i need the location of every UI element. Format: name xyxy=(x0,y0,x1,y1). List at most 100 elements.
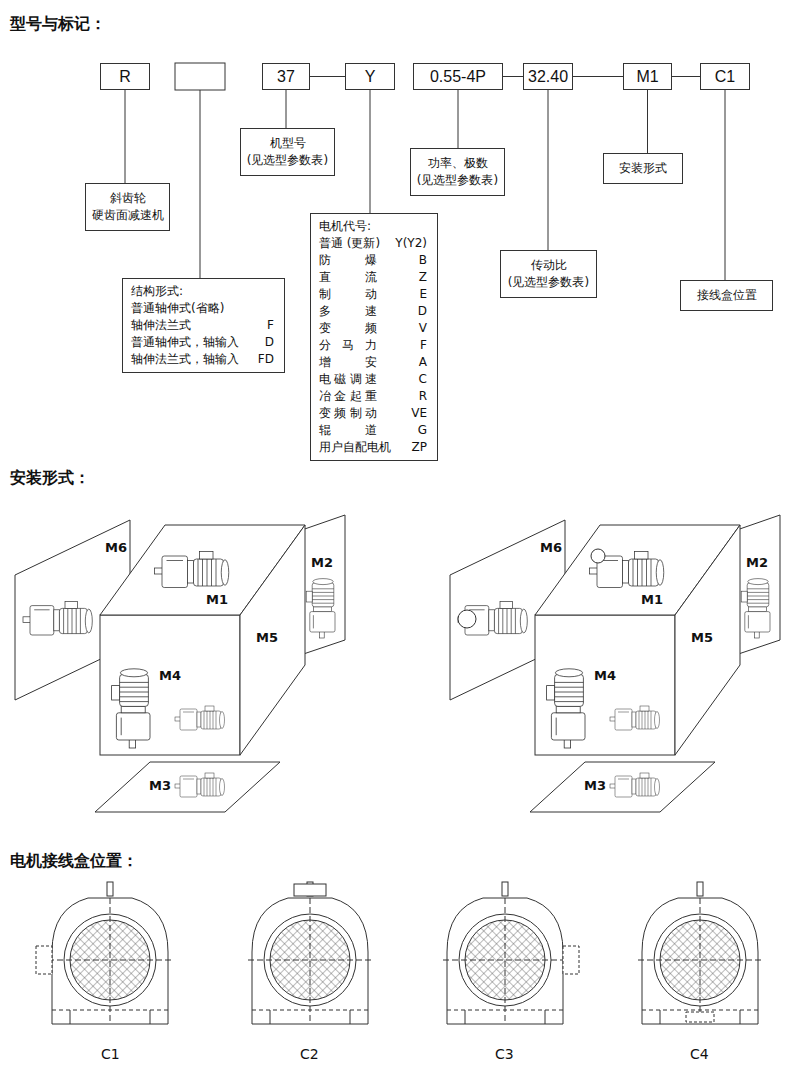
mounting-position-label: M3 xyxy=(148,778,172,793)
connector-line xyxy=(503,76,523,77)
code-text: A xyxy=(377,354,427,371)
node-text: 冶金起重 xyxy=(319,388,377,405)
description-box: 功率、极数 (见选型参数表) xyxy=(410,148,505,196)
terminal-box-position-label: C3 xyxy=(495,1046,514,1062)
node-text: 普通 (更新) xyxy=(319,235,380,252)
mounting-cube-flanged xyxy=(450,515,780,812)
node-text: 轴伸法兰式 xyxy=(131,317,191,334)
node-text: Y xyxy=(350,64,390,89)
node-text: 用户自配电机 xyxy=(319,439,391,456)
terminal-box-position-label: C2 xyxy=(300,1046,319,1062)
code-text: R xyxy=(377,388,427,405)
code-text: F xyxy=(191,317,274,334)
node-text: 防 爆 xyxy=(319,252,377,269)
code-box: M1 xyxy=(623,63,672,90)
connector-line xyxy=(672,76,700,77)
mounting-position-label: M2 xyxy=(745,555,769,570)
description-box: 电机代号:普通 (更新)Y(Y2)防 爆B直 流Z制 动E多 速D变 频V分 马… xyxy=(310,213,438,461)
description-box: 结构形式:普通轴伸式(省略)轴伸法兰式F普通轴伸式，轴输入D轴伸法兰式，轴输入F… xyxy=(122,278,285,373)
code-box: 32.40 xyxy=(523,63,573,90)
description-box: 机型号 (见选型参数表) xyxy=(240,128,335,176)
node-text: 功率、极数 (见选型参数表) xyxy=(415,155,500,189)
node-text: 轴伸法兰式，轴输入 xyxy=(131,351,239,368)
code-text: G xyxy=(377,422,427,439)
leader-line xyxy=(200,90,201,278)
node-text: 32.40 xyxy=(528,64,568,89)
mounting-position-label: M4 xyxy=(593,668,617,683)
node-text: 接线盒位置 xyxy=(685,287,768,304)
node-text: 多 速 xyxy=(319,303,377,320)
code-box: C1 xyxy=(700,63,750,90)
mounting-position-label: M4 xyxy=(158,668,182,683)
node-text: 辊 道 xyxy=(319,422,377,439)
connector-line xyxy=(573,76,623,77)
code-text: E xyxy=(377,286,427,303)
terminal-box-position-label: C4 xyxy=(690,1046,709,1062)
connector-line xyxy=(286,90,287,128)
code-text: C xyxy=(377,371,427,388)
node-text: 安装形式 xyxy=(608,160,678,177)
empty-code-box xyxy=(175,63,225,90)
code-text: F xyxy=(377,337,427,354)
code-text: Z xyxy=(377,269,427,286)
section-heading: 安装形式： xyxy=(10,468,90,489)
connector-line xyxy=(125,90,126,183)
mounting-cube xyxy=(15,515,345,812)
terminal-box-view xyxy=(638,882,762,1024)
node-text: 机型号 (见选型参数表) xyxy=(245,135,330,169)
node-text: 37 xyxy=(267,64,305,89)
description-box: 斜齿轮 硬齿面减速机 xyxy=(85,183,170,231)
code-text: VE xyxy=(377,405,427,422)
code-text: V xyxy=(377,320,427,337)
code-box: R xyxy=(100,63,150,90)
description-box: 传动比 (见选型参数表) xyxy=(500,250,597,298)
connector-line xyxy=(548,90,549,250)
node-text: R xyxy=(105,64,145,89)
connector-line xyxy=(310,76,345,77)
node-text: 制 动 xyxy=(319,286,377,303)
node-text: 变 频 xyxy=(319,320,377,337)
connector-line xyxy=(725,90,726,280)
node-text: 电磁调速 xyxy=(319,371,377,388)
code-text: D xyxy=(239,334,274,351)
description-box: 接线盒位置 xyxy=(680,280,773,311)
node-text: 增 安 xyxy=(319,354,377,371)
node-text: M1 xyxy=(628,64,667,89)
node-text: 普通轴伸式(省略) xyxy=(131,300,224,317)
connector-line xyxy=(647,90,648,153)
mounting-position-label: M6 xyxy=(539,540,563,555)
mounting-position-label: M5 xyxy=(690,630,714,645)
node-text: 分 马 力 xyxy=(319,337,377,354)
mounting-position-label: M1 xyxy=(205,592,229,607)
node-text: 0.55-4P xyxy=(418,64,498,89)
description-box: 安装形式 xyxy=(603,153,683,184)
node-text: 结构形式: xyxy=(131,283,183,300)
connector-line xyxy=(370,90,371,213)
terminal-box-view xyxy=(443,882,579,1024)
code-box: 0.55-4P xyxy=(413,63,503,90)
terminal-box-position-label: C1 xyxy=(101,1046,120,1062)
code-box: 37 xyxy=(262,63,310,90)
mounting-position-label: M1 xyxy=(640,592,664,607)
node-text: 直 流 xyxy=(319,269,377,286)
node-text: 普通轴伸式，轴输入 xyxy=(131,334,239,351)
node-text: 传动比 (见选型参数表) xyxy=(505,257,592,291)
section-heading: 型号与标记： xyxy=(10,14,106,35)
mounting-position-label: M6 xyxy=(104,540,128,555)
node-text: 电机代号: xyxy=(319,218,371,235)
mounting-position-label: M3 xyxy=(583,778,607,793)
terminal-box-view xyxy=(36,882,172,1024)
connector-line xyxy=(458,90,459,148)
section-heading: 电机接线盒位置： xyxy=(10,851,138,872)
node-text: C1 xyxy=(705,64,745,89)
node-text: 变频制动 xyxy=(319,405,377,422)
code-box: Y xyxy=(345,63,395,90)
node-text: 斜齿轮 硬齿面减速机 xyxy=(90,190,165,224)
mounting-position-label: M5 xyxy=(255,630,279,645)
code-text: B xyxy=(377,252,427,269)
code-text: Y(Y2) xyxy=(380,235,427,252)
mounting-position-label: M2 xyxy=(310,555,334,570)
code-text: D xyxy=(377,303,427,320)
code-text: FD xyxy=(239,351,274,368)
code-text: ZP xyxy=(391,439,427,456)
